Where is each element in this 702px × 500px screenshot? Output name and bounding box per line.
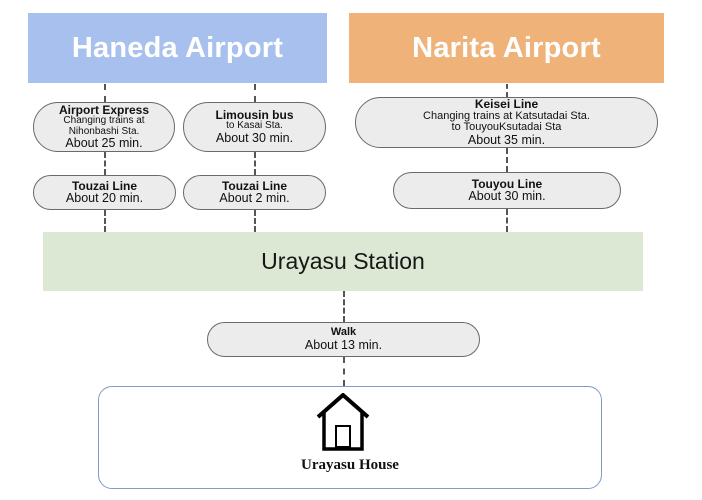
route-title: Touzai Line — [71, 178, 138, 193]
route-time: About 13 min. — [304, 337, 383, 352]
connector-line — [104, 84, 106, 102]
connector-line — [104, 210, 106, 232]
route-note: to Kasai Sta. — [226, 120, 283, 132]
connector-line — [506, 148, 508, 172]
house-icon — [316, 393, 370, 451]
route-keisei-line: Keisei Line Changing trains at Katsutada… — [355, 97, 658, 148]
route-time: About 30 min. — [215, 130, 294, 145]
narita-airport-label: Narita Airport — [412, 31, 601, 64]
urayasu-station-box: Urayasu Station — [43, 232, 643, 291]
route-title: Airport Express — [58, 102, 150, 117]
route-note: Changing trains at Nihonbashi Sta. — [63, 115, 145, 137]
route-note: Changing trains at Katsutadai Sta. — [423, 109, 590, 122]
connector-line — [254, 210, 256, 232]
connector-line — [343, 357, 345, 386]
station-label: Urayasu Station — [261, 248, 425, 274]
route-note: to TouyouKsutadai Sta — [451, 121, 562, 134]
route-title: Touzai Line — [221, 178, 288, 193]
connector-line — [254, 84, 256, 102]
house-label: Urayasu House — [301, 457, 399, 473]
route-title: Walk — [330, 326, 357, 339]
route-touzai-line-2: Touzai Line About 2 min. — [183, 175, 326, 210]
route-airport-express: Airport Express Changing trains at Nihon… — [33, 102, 175, 152]
connector-line — [343, 291, 345, 322]
route-time: About 20 min. — [65, 191, 144, 206]
connector-line — [104, 152, 106, 175]
route-limousin-bus: Limousin bus to Kasai Sta. About 30 min. — [183, 102, 326, 152]
route-touyou-line: Touyou Line About 30 min. — [393, 172, 621, 209]
connector-line — [254, 152, 256, 175]
route-time: About 30 min. — [468, 189, 546, 204]
urayasu-house-box: Urayasu House — [98, 386, 602, 489]
haneda-airport-label: Haneda Airport — [71, 31, 284, 64]
route-time: About 25 min. — [65, 136, 143, 151]
haneda-airport-box: Haneda Airport — [28, 13, 327, 83]
narita-airport-box: Narita Airport — [349, 13, 664, 83]
route-time: About 2 min. — [219, 191, 290, 206]
route-title: Limousin bus — [215, 107, 294, 122]
route-walk: Walk About 13 min. — [207, 322, 480, 357]
connector-line — [506, 209, 508, 232]
route-title: Touyou Line — [471, 176, 543, 191]
connector-line — [506, 84, 508, 97]
route-time: About 35 min. — [467, 132, 546, 147]
route-title: Keisei Line — [474, 97, 539, 112]
route-touzai-line-1: Touzai Line About 20 min. — [33, 175, 176, 210]
